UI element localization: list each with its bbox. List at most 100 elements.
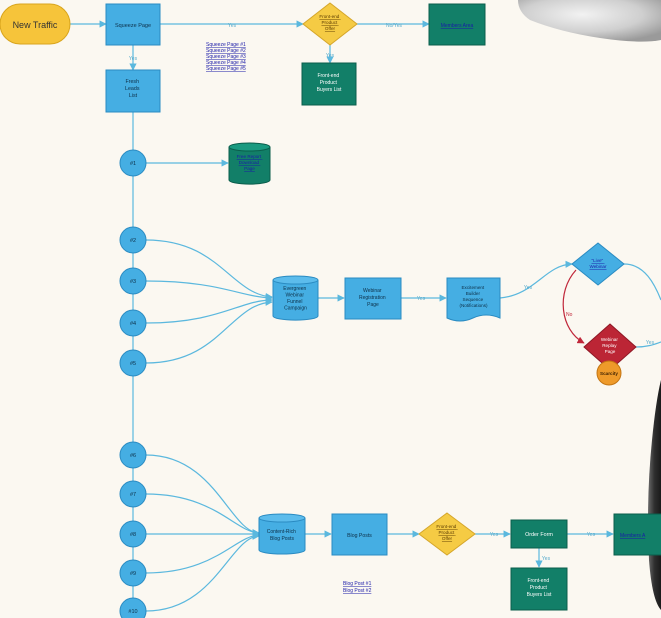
- step-6-label: #6: [130, 453, 136, 459]
- frontend-offer-top-line-1: Front-end: [319, 14, 339, 19]
- edge-6-content: [145, 454, 260, 537]
- squeeze-page-node: Squeeze Page: [105, 3, 161, 46]
- svg-text:Front-end Product: Front-end Product Buyers List: [317, 73, 342, 93]
- live-webinar-line-1: "Live": [592, 258, 604, 263]
- svg-text:"Live" Webinar: "Live" Webinar: [589, 258, 606, 269]
- step-4-node: #4: [119, 309, 147, 337]
- step-7-label: #7: [130, 492, 136, 498]
- squeeze-link-3[interactable]: Squeeze Page #3: [206, 54, 246, 60]
- step-2-label: #2: [130, 238, 136, 244]
- svg-text:Evergreen Webinar: Evergreen Webinar Funnel Campaign: [283, 286, 307, 312]
- registration-line-2: Registration: [359, 295, 386, 301]
- edge-label-live-replay-no: No: [566, 312, 573, 318]
- fresh-leads-line-1: Fresh: [125, 79, 139, 85]
- step-9-node: #9: [119, 559, 147, 587]
- photo-fragment-top: [518, 0, 661, 42]
- replay-line-1: Webinar: [601, 337, 618, 342]
- frontend-buyers-top-node: Front-end Product Buyers List: [301, 62, 357, 106]
- edge-label-orderform-members: Yes: [587, 532, 596, 538]
- edge-excitement-live: [499, 260, 573, 299]
- svg-text:Webinar Replay Pag: Webinar Replay Page: [601, 337, 619, 354]
- edge-label-squeeze-offer: Yes: [228, 23, 237, 29]
- svg-text:Front-end Product: Front-end Product Buyers List: [527, 578, 552, 598]
- edge-2-evergreen: [145, 239, 273, 301]
- scarcity-label: Scarcity: [600, 371, 618, 376]
- step-3-node: #3: [119, 267, 147, 295]
- registration-line-3: Page: [367, 302, 379, 308]
- new-traffic-node: New Traffic: [0, 3, 71, 45]
- excitement-line-1: Excitement: [461, 285, 484, 290]
- svg-text:Webinar Registration: Webinar Registration Page: [359, 288, 387, 308]
- svg-text:Front-end Product: Front-end Product Offer: [436, 524, 457, 541]
- evergreen-line-1: Evergreen: [283, 286, 306, 292]
- excitement-builder-node: Excitement Builder Sequence (Notificatio…: [446, 277, 501, 322]
- edge-label-excitement-live: Yes: [524, 285, 533, 291]
- frontend-offer-top-node: Front-end Product Offer: [302, 2, 358, 46]
- frontend-buyers-top-line-1: Front-end: [317, 73, 339, 79]
- svg-text:Content-Rich Blog Posts: Content-Rich Blog Posts: [267, 529, 298, 542]
- frontend-buyers-bottom-line-1: Front-end: [527, 578, 549, 584]
- live-webinar-node[interactable]: "Live" Webinar: [571, 242, 625, 286]
- edge-5-evergreen: [145, 298, 273, 364]
- step-9-label: #9: [130, 571, 136, 577]
- webinar-registration-node: Webinar Registration Page: [344, 277, 402, 320]
- edge-live-right: [623, 263, 661, 301]
- excitement-line-3: Sequence: [463, 297, 484, 302]
- evergreen-line-3: Funnel: [287, 299, 302, 305]
- frontend-buyers-bottom-line-2: Product: [530, 585, 548, 591]
- step-2-node: #2: [119, 226, 147, 254]
- svg-text:Excitement Builder: Excitement Builder Sequence (Notificatio…: [459, 285, 488, 308]
- edge-7-content: [145, 493, 260, 537]
- step-10-node: #10: [119, 597, 147, 618]
- fresh-leads-node: Fresh Leads List: [105, 69, 161, 113]
- order-form-label: Order Form: [525, 532, 553, 538]
- blog-link-2[interactable]: Blog Post #2: [343, 588, 372, 594]
- squeeze-link-4[interactable]: Squeeze Page #4: [206, 60, 246, 66]
- blog-link-1[interactable]: Blog Post #1: [343, 581, 372, 587]
- step-5-label: #5: [130, 361, 136, 367]
- step-8-node: #8: [119, 520, 147, 548]
- step-7-node: #7: [119, 480, 147, 508]
- edge-label-squeeze-leads: Yes: [129, 56, 138, 62]
- replay-line-2: Replay: [602, 343, 617, 348]
- edge-live-replay-no: [562, 269, 585, 344]
- edge-label-orderform-buyers: Yes: [542, 556, 551, 562]
- edge-label-offer-orderform: Yes: [490, 532, 499, 538]
- squeeze-link-1[interactable]: Squeeze Page #1: [206, 42, 246, 48]
- edge-label-replay-right: Yes: [646, 340, 655, 346]
- frontend-buyers-top-line-2: Product: [320, 80, 338, 86]
- free-report-line-1: Free Report: [237, 154, 262, 159]
- edge-replay-right: [635, 341, 661, 348]
- members-area-top-node[interactable]: Members Area: [428, 3, 486, 46]
- svg-text:Free Report Download: Free Report Download Page: [237, 154, 263, 171]
- edge-label-registration-excitement: Yes: [417, 296, 426, 302]
- photo-fragment-side: [648, 380, 661, 610]
- edge-label-offer-members: No/Yes: [386, 23, 402, 29]
- step-10-label: #10: [128, 609, 137, 615]
- content-blog-line-1: Content-Rich: [267, 529, 296, 535]
- step-4-label: #4: [130, 321, 136, 327]
- frontend-offer-bottom-line-3: Offer: [442, 536, 453, 541]
- free-report-node[interactable]: Free Report Download Page: [228, 142, 271, 185]
- fresh-leads-line-3: List: [129, 93, 138, 99]
- step-1-label: #1: [130, 161, 136, 167]
- edge-3-evergreen: [145, 280, 273, 302]
- members-area-bottom-node[interactable]: Members A: [613, 513, 661, 556]
- excitement-line-2: Builder: [466, 291, 481, 296]
- blog-post-links: Blog Post #1 Blog Post #2: [343, 581, 372, 594]
- content-blog-node: Content-Rich Blog Posts: [258, 513, 306, 555]
- evergreen-line-4: Campaign: [284, 306, 307, 312]
- frontend-offer-bottom-node: Front-end Product Offer: [418, 512, 476, 556]
- content-blog-line-2: Blog Posts: [270, 536, 294, 542]
- step-5-node: #5: [119, 349, 147, 377]
- squeeze-page-links: Squeeze Page #1 Squeeze Page #2 Squeeze …: [206, 42, 246, 72]
- webinar-replay-node: Webinar Replay Page: [583, 323, 637, 371]
- squeeze-link-2[interactable]: Squeeze Page #2: [206, 48, 246, 54]
- squeeze-link-5[interactable]: Squeeze Page #5: [206, 66, 246, 72]
- frontend-offer-top-line-3: Offer: [325, 26, 336, 31]
- edge-labels: Yes No/Yes Yes Yes Yes Yes Yes Yes Yes Y…: [129, 23, 655, 562]
- excitement-line-4: (Notifications): [459, 303, 488, 308]
- members-area-top-link: Members Area: [441, 23, 474, 29]
- order-form-node: Order Form: [510, 519, 568, 549]
